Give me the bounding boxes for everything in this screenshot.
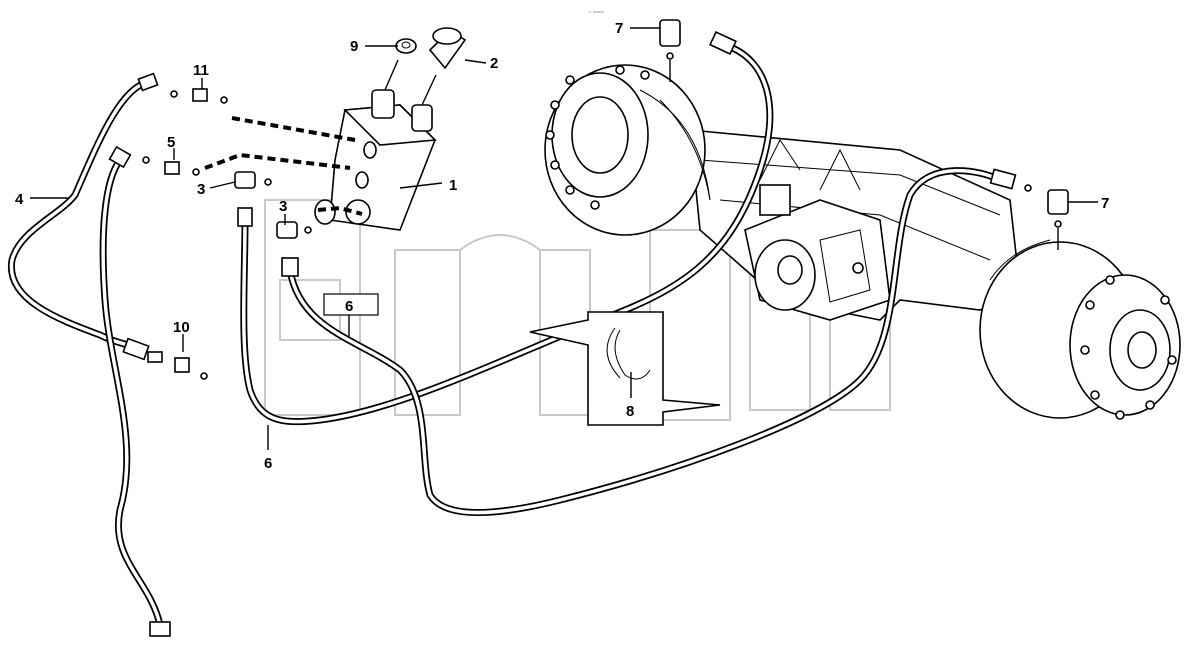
fitting-7-right	[1024, 184, 1069, 250]
right-wheel-hub	[979, 239, 1181, 420]
callout-1: 1	[449, 177, 457, 194]
axle-assembly	[544, 64, 1181, 420]
callout-2: 2	[490, 55, 498, 72]
connection-dashes	[204, 116, 363, 216]
fitting-10	[147, 351, 208, 380]
callout-3-upper: 3	[197, 181, 205, 198]
callout-6-box	[323, 293, 379, 316]
hose-4	[8, 78, 164, 629]
hose-6-right	[286, 167, 1004, 516]
differential	[744, 184, 891, 321]
callout-7-top: 7	[615, 20, 623, 37]
leader-lines	[30, 27, 1098, 450]
callout-11: 11	[193, 62, 209, 79]
fitting-3-lower	[276, 221, 312, 239]
callout-6-lower: 6	[264, 455, 272, 472]
callout-5: 5	[167, 134, 175, 151]
hose-fittings	[108, 30, 1017, 637]
part-2-cap	[428, 27, 467, 70]
fitting-11	[170, 88, 228, 104]
callout-labels: 1 2 3 3 4 5 6 6 7 7 8 9 10 11	[15, 20, 1109, 472]
callout-8: 8	[626, 403, 634, 420]
page-mark: ~ ===	[588, 10, 604, 16]
part-9-nut	[395, 38, 417, 54]
valve-block	[314, 59, 437, 231]
callout-4: 4	[15, 191, 24, 208]
callout-3-lower: 3	[279, 198, 287, 215]
callout-10: 10	[173, 319, 190, 336]
fitting-7-top	[659, 19, 681, 82]
fitting-5	[142, 156, 200, 176]
callout-7-right: 7	[1101, 195, 1109, 212]
hose-6-left	[240, 41, 774, 426]
left-wheel-hub	[544, 64, 711, 236]
callout-6-boxed: 6	[345, 298, 353, 315]
callout-9: 9	[350, 38, 358, 55]
fitting-3-upper	[234, 171, 272, 189]
clamp-detail-inset	[529, 311, 721, 426]
